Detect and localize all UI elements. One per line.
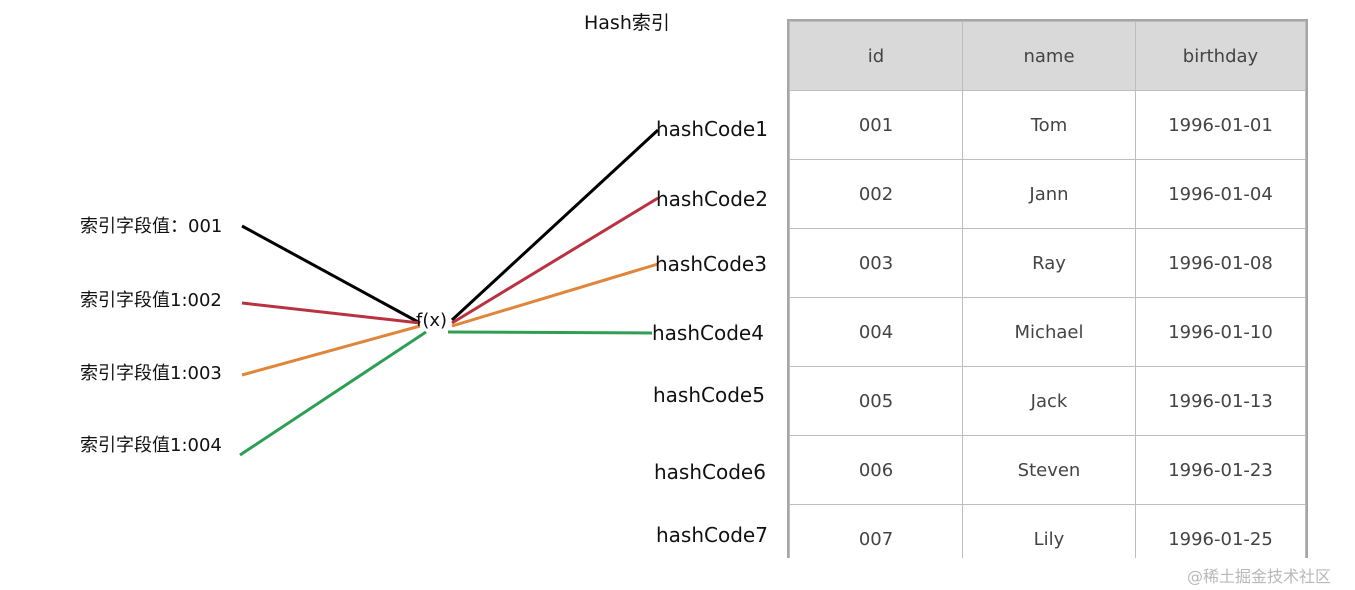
table-header-row: id name birthday bbox=[789, 21, 1306, 91]
cell-id: 007 bbox=[789, 504, 963, 558]
cell-birthday: 1996-01-13 bbox=[1135, 366, 1306, 436]
cell-id: 002 bbox=[789, 159, 963, 229]
cell-birthday: 1996-01-08 bbox=[1135, 228, 1306, 298]
table-row: 006 Steven 1996-01-23 bbox=[789, 435, 1306, 505]
line-index-1 bbox=[241, 224, 421, 325]
cell-name: Tom bbox=[962, 90, 1136, 160]
hashcode-label: hashCode7 bbox=[656, 523, 768, 547]
cell-id: 006 bbox=[789, 435, 963, 505]
cell-name: Jack bbox=[962, 366, 1136, 436]
diagram-title: Hash索引 bbox=[584, 12, 670, 34]
hashcode-label: hashCode4 bbox=[652, 321, 764, 345]
table-row: 005 Jack 1996-01-13 bbox=[789, 366, 1306, 436]
cell-id: 001 bbox=[789, 90, 963, 160]
table-row: 001 Tom 1996-01-01 bbox=[789, 90, 1306, 160]
hashcode-label: hashCode3 bbox=[655, 252, 767, 276]
index-value-label: 索引字段值1:003 bbox=[80, 363, 222, 384]
line-hash-1 bbox=[450, 128, 660, 322]
cell-name: Jann bbox=[962, 159, 1136, 229]
cell-name: Michael bbox=[962, 297, 1136, 367]
cell-birthday: 1996-01-25 bbox=[1135, 504, 1306, 558]
cell-id: 004 bbox=[789, 297, 963, 367]
line-index-2 bbox=[241, 301, 421, 325]
column-header-birthday: birthday bbox=[1135, 21, 1306, 91]
line-index-3 bbox=[241, 324, 421, 377]
cell-id: 005 bbox=[789, 366, 963, 436]
data-table: id name birthday 001 Tom 1996-01-01 002 … bbox=[789, 21, 1306, 558]
cell-birthday: 1996-01-23 bbox=[1135, 435, 1306, 505]
column-header-name: name bbox=[962, 21, 1136, 91]
data-table-container: id name birthday 001 Tom 1996-01-01 002 … bbox=[787, 19, 1308, 558]
cell-id: 003 bbox=[789, 228, 963, 298]
index-value-label: 索引字段值1:002 bbox=[80, 290, 222, 311]
line-hash-4 bbox=[447, 330, 653, 335]
column-header-id: id bbox=[789, 21, 963, 91]
cell-birthday: 1996-01-04 bbox=[1135, 159, 1306, 229]
cell-name: Steven bbox=[962, 435, 1136, 505]
hash-function-label: f(x) bbox=[416, 310, 448, 331]
hashcode-label: hashCode1 bbox=[656, 117, 768, 141]
index-value-label: 索引字段值：001 bbox=[80, 216, 223, 237]
line-hash-2 bbox=[451, 196, 659, 325]
cell-birthday: 1996-01-01 bbox=[1135, 90, 1306, 160]
table-row: 004 Michael 1996-01-10 bbox=[789, 297, 1306, 367]
cell-name: Lily bbox=[962, 504, 1136, 558]
hashcode-label: hashCode2 bbox=[656, 187, 768, 211]
line-index-4 bbox=[239, 330, 427, 457]
cell-name: Ray bbox=[962, 228, 1136, 298]
watermark-text: @稀土掘金技术社区 bbox=[1187, 567, 1332, 586]
hashcode-label: hashCode6 bbox=[654, 460, 766, 484]
table-row: 007 Lily 1996-01-25 bbox=[789, 504, 1306, 558]
index-value-label: 索引字段值1:004 bbox=[80, 435, 222, 456]
cell-birthday: 1996-01-10 bbox=[1135, 297, 1306, 367]
hashcode-label: hashCode5 bbox=[653, 383, 765, 407]
table-row: 003 Ray 1996-01-08 bbox=[789, 228, 1306, 298]
line-hash-3 bbox=[451, 262, 659, 328]
table-row: 002 Jann 1996-01-04 bbox=[789, 159, 1306, 229]
